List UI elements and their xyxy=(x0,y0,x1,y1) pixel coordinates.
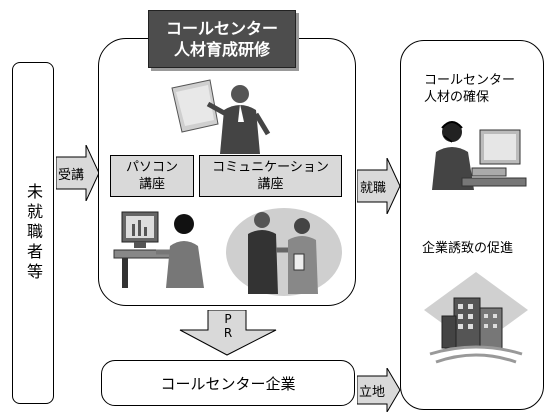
buildings-icon xyxy=(424,272,528,364)
training-title-line1: コールセンター xyxy=(165,19,278,38)
pc-user-icon xyxy=(113,211,204,288)
target-people-box: 未就職者等 xyxy=(12,62,54,404)
comm-course-line2: 講座 xyxy=(257,177,284,192)
training-title: コールセンター 人材育成研修 xyxy=(148,10,296,68)
handshake-icon xyxy=(226,208,342,296)
pr-label-r: R xyxy=(223,326,233,340)
enroll-arrow xyxy=(56,145,100,201)
staff-secure-line1: コールセンター xyxy=(424,73,516,88)
location-arrow xyxy=(357,368,401,412)
pc-course-line1: パソコン xyxy=(125,160,178,175)
pc-course-line2: 講座 xyxy=(138,177,165,192)
comm-course-label: コミュニケーション 講座 xyxy=(199,155,342,197)
enroll-label: 受講 xyxy=(58,168,85,183)
pc-course-label: パソコン 講座 xyxy=(110,155,194,197)
pr-arrow xyxy=(179,310,277,356)
employment-arrow xyxy=(357,158,401,214)
pr-label-p: P xyxy=(224,312,232,326)
operator-icon xyxy=(432,121,527,190)
presenter-icon xyxy=(171,79,271,154)
target-people-label: 未就職者等 xyxy=(24,183,43,283)
location-label: 立地 xyxy=(359,385,386,400)
employment-label: 就職 xyxy=(360,181,387,196)
training-title-line2: 人材育成研修 xyxy=(173,40,270,59)
call-center-company-box: コールセンター企業 xyxy=(101,360,355,406)
pr-label: P R xyxy=(218,312,238,340)
call-center-company-label: コールセンター企業 xyxy=(160,374,296,393)
comm-course-line1: コミュニケーション xyxy=(212,160,329,175)
investment-promotion-text: 企業誘致の促進 xyxy=(422,241,514,256)
staff-secure-line2: 人材の確保 xyxy=(424,90,490,105)
staff-secure-text: コールセンター 人材の確保 xyxy=(424,72,515,106)
